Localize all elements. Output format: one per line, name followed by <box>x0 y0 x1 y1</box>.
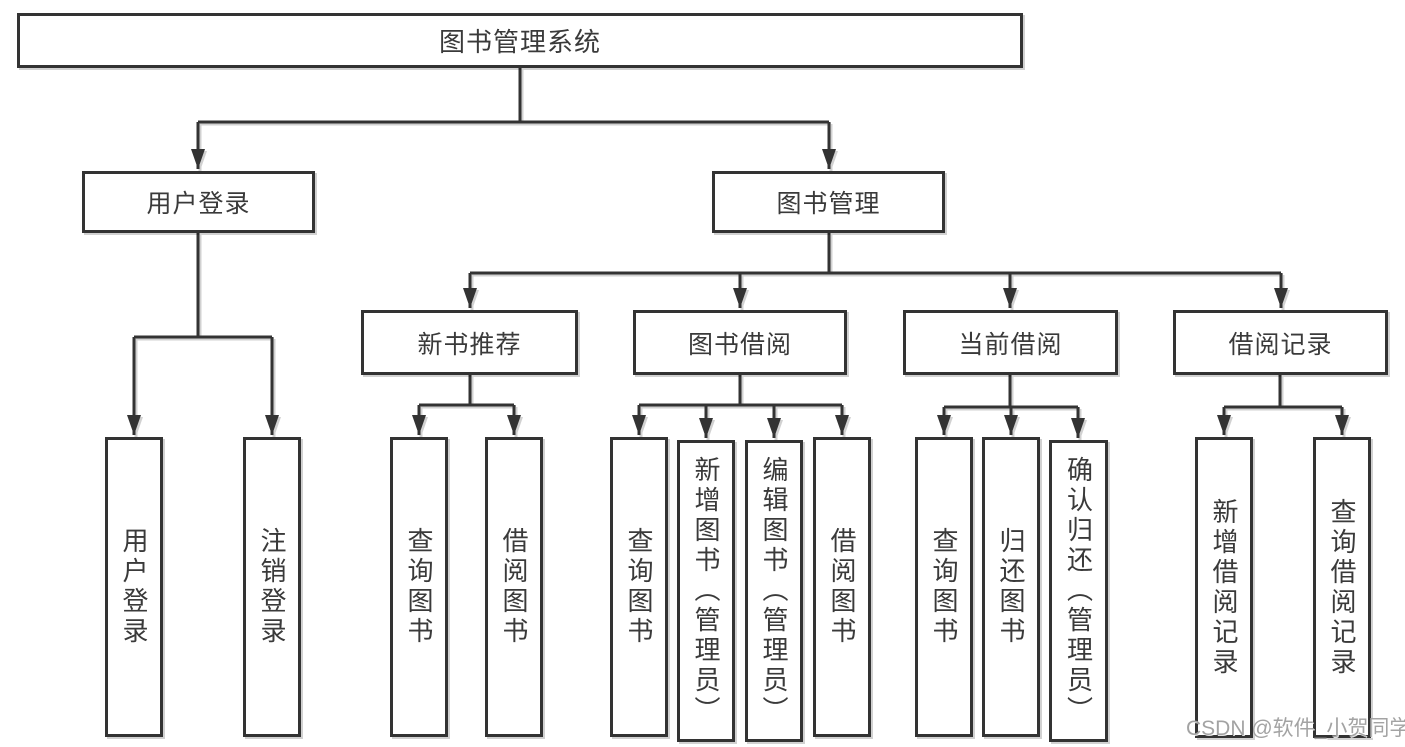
node-label: 新书推荐 <box>417 330 522 359</box>
node-label: 借阅图书 <box>827 527 857 647</box>
node-leaf-logout: 注销登录 <box>243 437 301 737</box>
node-leaf-borrow-books: 借阅图书 <box>813 437 871 737</box>
node-user-login: 用户登录 <box>82 171 315 233</box>
node-leaf-user-login: 用户登录 <box>105 437 163 737</box>
node-leaf-confirm-return-admin: 确认归还（管理员） <box>1049 440 1108 742</box>
node-label: 图书借阅 <box>687 330 792 359</box>
node-label: 图书管理 <box>776 190 881 218</box>
watermark-text: CSDN @软件_小贺同学 <box>1186 717 1405 740</box>
node-leaf-query-books-current: 查询图书 <box>915 437 973 737</box>
node-book-borrow: 图书借阅 <box>633 310 847 375</box>
node-label: 新增借阅记录 <box>1209 497 1239 678</box>
node-label: 查询借阅记录 <box>1327 497 1357 678</box>
node-label: 归还图书 <box>996 527 1026 647</box>
node-label: 新增图书（管理员） <box>691 456 721 726</box>
node-leaf-edit-books-admin: 编辑图书（管理员） <box>745 440 803 742</box>
node-leaf-borrow-books-recommend: 借阅图书 <box>485 437 543 737</box>
node-current-borrow: 当前借阅 <box>903 310 1118 375</box>
node-leaf-query-books-recommend: 查询图书 <box>390 437 448 737</box>
node-root: 图书管理系统 <box>17 13 1023 68</box>
node-leaf-add-borrow-record: 新增借阅记录 <box>1195 437 1253 738</box>
node-label: 查询图书 <box>624 527 654 647</box>
node-label: 查询图书 <box>929 527 959 647</box>
node-label: 借阅记录 <box>1228 330 1333 359</box>
node-leaf-return-books: 归还图书 <box>982 437 1040 737</box>
node-label: 用户登录 <box>119 527 149 647</box>
node-label: 编辑图书（管理员） <box>759 456 789 726</box>
node-label: 查询图书 <box>404 527 434 647</box>
node-leaf-add-books-admin: 新增图书（管理员） <box>677 440 735 742</box>
node-leaf-query-borrow-record: 查询借阅记录 <box>1313 437 1371 738</box>
node-label: 借阅图书 <box>499 527 529 647</box>
node-label: 确认归还（管理员） <box>1063 456 1094 726</box>
node-label: 用户登录 <box>146 190 251 218</box>
node-borrow-records: 借阅记录 <box>1173 310 1388 375</box>
node-label: 当前借阅 <box>958 330 1063 359</box>
node-new-book-recommend: 新书推荐 <box>361 310 578 375</box>
node-label: 注销登录 <box>257 527 287 647</box>
node-label: 图书管理系统 <box>438 27 601 57</box>
node-book-management: 图书管理 <box>712 171 945 233</box>
node-leaf-query-books-borrow: 查询图书 <box>610 437 668 737</box>
